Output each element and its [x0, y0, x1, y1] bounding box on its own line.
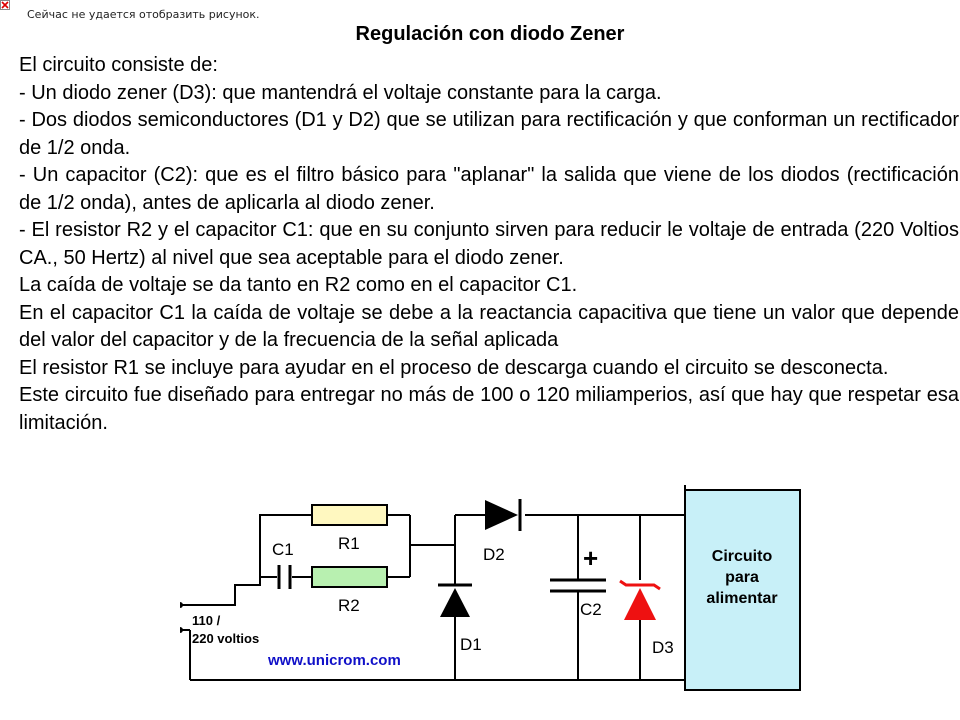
paragraph-r1: El resistor R1 se incluye para ayudar en… [19, 356, 889, 379]
body-text: El circuito consiste de: - Un diodo zene… [19, 52, 959, 437]
paragraph-r2-c1: - El resistor R2 y el capacitor C1: que … [19, 219, 959, 269]
diode-d2 [485, 499, 522, 531]
broken-image-alt-text: Сейчас не удается отобразить рисунок. [27, 8, 260, 21]
zener-diode-d3 [619, 579, 661, 620]
capacitor-c1 [277, 565, 292, 589]
paragraph-zener: - Un diodo zener (D3): que mantendrá el … [19, 81, 662, 104]
label-d1: D1 [460, 635, 482, 654]
input-terminal-bottom [180, 627, 183, 633]
paragraph-limit: Este circuito fue diseñado para entregar… [19, 384, 959, 434]
wires [180, 485, 686, 681]
label-input-top: 110 / [192, 613, 221, 628]
capacitor-c2 [550, 578, 606, 593]
paragraph-intro: El circuito consiste de: [19, 54, 218, 76]
resistor-r2 [311, 566, 388, 588]
label-r1: R1 [338, 534, 360, 553]
load-box [684, 489, 801, 691]
paragraph-voltage-drop: La caída de voltaje se da tanto en R2 co… [19, 274, 578, 296]
paragraph-reactance: En el capacitor C1 la caída de voltaje s… [19, 301, 959, 352]
label-c2: C2 [580, 600, 602, 619]
label-r2: R2 [338, 596, 360, 615]
page-title: Regulación con diodo Zener [355, 23, 625, 45]
resistor-r1 [311, 504, 388, 526]
input-terminal-top [180, 602, 183, 608]
label-website: www.unicrom.com [267, 652, 401, 669]
label-d2: D2 [483, 545, 505, 564]
load-label-line1: Circuito [712, 548, 773, 565]
paragraph-rectifier-diodes: - Dos diodos semiconductores (D1 y D2) q… [19, 109, 959, 159]
diode-d1 [438, 583, 472, 617]
circuit-diagram: C1 R1 R2 D2 D1 C2 + D3 110 / 220 voltios… [180, 485, 810, 720]
label-input-bottom: 220 voltios [192, 631, 259, 646]
paragraph-capacitor-c2: - Un capacitor (C2): que es el filtro bá… [19, 164, 959, 214]
load-label-line2: para [725, 569, 759, 586]
broken-image-icon [0, 0, 10, 10]
label-c1: C1 [272, 540, 294, 559]
label-d3: D3 [652, 638, 674, 657]
label-plus: + [583, 543, 598, 573]
load-label-line3: alimentar [706, 590, 777, 607]
